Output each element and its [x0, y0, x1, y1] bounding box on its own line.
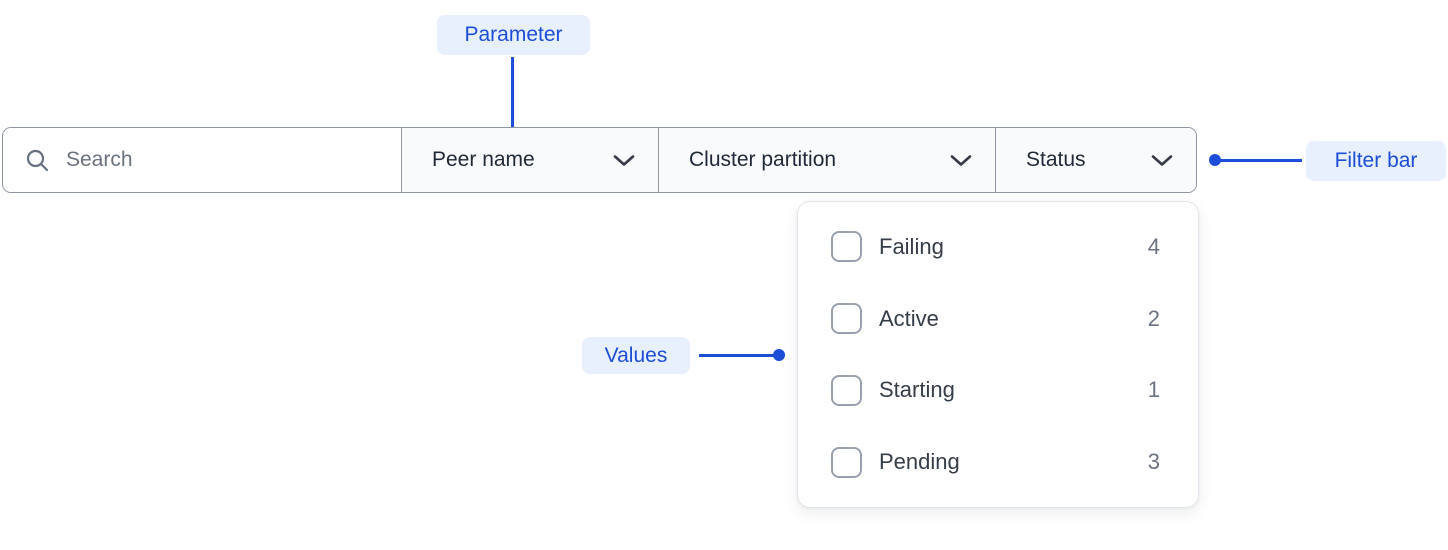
- status-filter-menu: Failing 4 Active 2 Starting 1 Pending 3: [797, 201, 1199, 508]
- peer-name-dropdown[interactable]: Peer name: [401, 128, 658, 192]
- status-option-starting[interactable]: Starting 1: [798, 355, 1198, 427]
- failing-checkbox[interactable]: [831, 231, 862, 263]
- annotation-filter-bar: Filter bar: [1306, 141, 1446, 181]
- chevron-down-icon: [950, 154, 972, 167]
- status-dropdown-label: Status: [1026, 148, 1086, 171]
- status-option-active[interactable]: Active 2: [798, 283, 1198, 355]
- chevron-down-icon: [613, 154, 635, 167]
- status-option-pending[interactable]: Pending 3: [798, 426, 1198, 498]
- status-option-count: 4: [1147, 233, 1160, 259]
- search-input[interactable]: [66, 148, 401, 172]
- active-checkbox[interactable]: [831, 303, 862, 335]
- status-option-label: Failing: [879, 233, 944, 259]
- search-icon: [25, 148, 50, 173]
- status-option-label: Active: [879, 305, 939, 331]
- status-dropdown[interactable]: Status: [995, 128, 1196, 192]
- search-section: [3, 128, 401, 192]
- annotation-values-connector-dot: [773, 349, 785, 361]
- annotation-filter-bar-connector-dot: [1209, 154, 1221, 166]
- starting-checkbox[interactable]: [831, 374, 862, 406]
- status-option-count: 1: [1147, 377, 1160, 403]
- annotation-filter-bar-connector-line: [1218, 159, 1302, 162]
- cluster-partition-dropdown[interactable]: Cluster partition: [658, 128, 995, 192]
- annotation-values-label: Values: [604, 343, 668, 367]
- status-option-count: 3: [1147, 449, 1160, 475]
- chevron-down-icon: [1151, 154, 1173, 167]
- peer-name-dropdown-label: Peer name: [432, 148, 535, 171]
- status-option-label: Starting: [879, 377, 955, 403]
- status-option-count: 2: [1147, 305, 1160, 331]
- annotation-values-connector-line: [699, 354, 777, 357]
- annotation-parameter: Parameter: [437, 15, 590, 55]
- status-option-label: Pending: [879, 449, 960, 475]
- annotation-parameter-connector-line: [511, 57, 514, 140]
- annotation-parameter-label: Parameter: [464, 23, 563, 46]
- annotation-values: Values: [582, 337, 690, 374]
- pending-checkbox[interactable]: [831, 446, 862, 478]
- status-option-failing[interactable]: Failing 4: [798, 211, 1198, 283]
- filter-bar: Peer name Cluster partition Status: [2, 127, 1197, 193]
- annotation-filter-bar-label: Filter bar: [1334, 149, 1418, 172]
- cluster-partition-dropdown-label: Cluster partition: [689, 148, 837, 171]
